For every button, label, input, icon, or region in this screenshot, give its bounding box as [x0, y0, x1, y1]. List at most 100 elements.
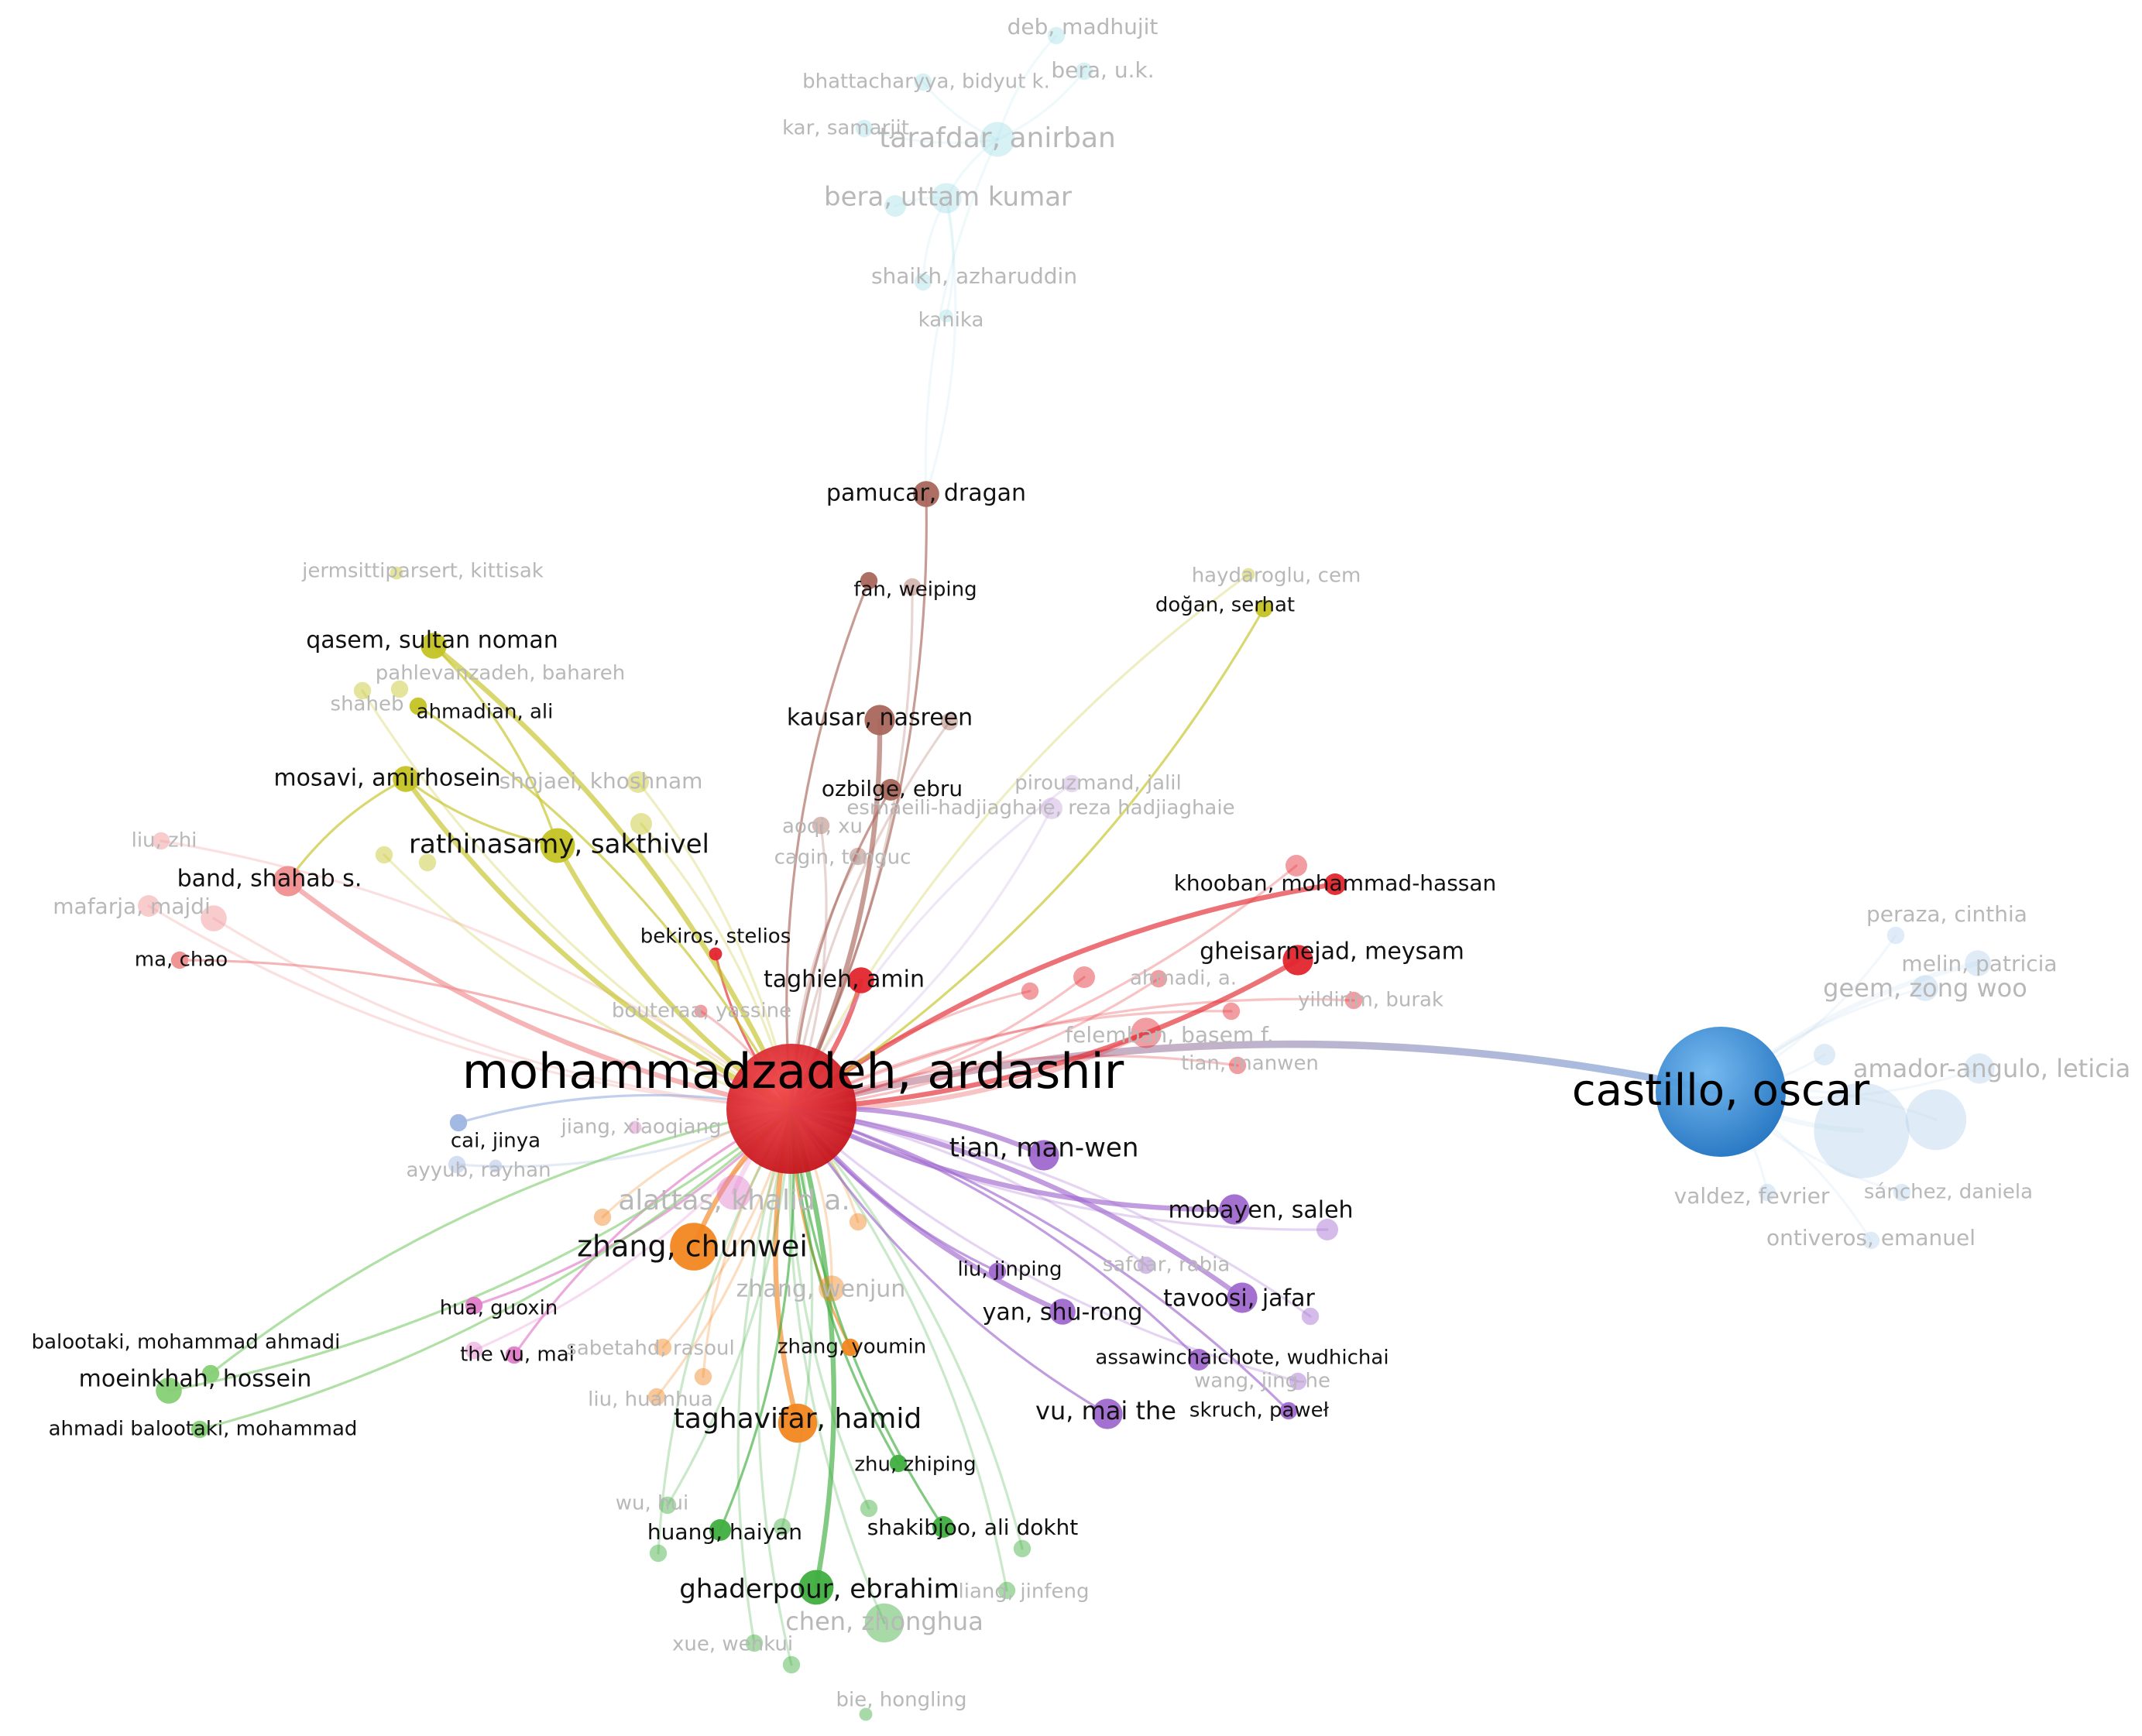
node-jiang-xiaoqiang[interactable] [628, 1120, 642, 1134]
node-red-n4[interactable] [1286, 855, 1307, 877]
node-zhang-youmin[interactable] [841, 1338, 860, 1357]
node-huang-haiyan[interactable] [709, 1519, 731, 1541]
node-orange-n3[interactable] [694, 1367, 712, 1386]
node-brown-n2[interactable] [940, 712, 959, 731]
node-liu-huanhua[interactable] [647, 1388, 666, 1406]
node-red-n1[interactable] [1021, 982, 1039, 1000]
node-orange-n2[interactable] [849, 1213, 867, 1231]
node-melin-patricia[interactable] [1965, 950, 1991, 976]
node-salmon-n1[interactable] [201, 905, 227, 931]
node-kar-samarjit[interactable] [855, 119, 874, 138]
node-tian-manwen[interactable] [1228, 1056, 1247, 1075]
node-lblue-big1[interactable] [1814, 1082, 1910, 1178]
node-the-vu-mai[interactable] [505, 1346, 523, 1364]
node-taghavifar-hamid[interactable] [778, 1403, 818, 1443]
node-safdar-rabia[interactable] [1137, 1256, 1155, 1275]
node-cagin-tonguc[interactable] [849, 847, 867, 866]
node-haydaroglu-cem[interactable] [1241, 568, 1255, 582]
node-zhang-chunwei[interactable] [670, 1223, 718, 1271]
node-khooban-mohammad-hassan[interactable] [1324, 873, 1346, 895]
node-tarafdar-anirban[interactable] [980, 122, 1015, 157]
node-red-n3[interactable] [1222, 1002, 1241, 1021]
node-purple-n2[interactable] [1316, 1219, 1338, 1240]
node-brown-n1[interactable] [903, 578, 922, 596]
node-lblue-big2[interactable] [1905, 1089, 1967, 1151]
node-pirouzmand-jalil[interactable] [1062, 774, 1081, 793]
node-ghaderpour-ebrahim[interactable] [798, 1570, 834, 1605]
node-sabetahd-rasoul[interactable] [654, 1338, 672, 1357]
node-alattas-khalid[interactable] [716, 1175, 752, 1210]
node-reza-hadjiaghaie[interactable] [1041, 798, 1062, 819]
node-purple-n1[interactable] [1301, 1307, 1320, 1326]
node-ahmadi-a[interactable] [1149, 969, 1168, 988]
node-wang-jing-he[interactable] [1289, 1372, 1307, 1391]
node-dogan-serhat[interactable] [1255, 599, 1273, 618]
node-liang-jinfeng[interactable] [997, 1581, 1016, 1600]
node-geem-zong-woo[interactable] [1912, 975, 1938, 1001]
node-liu-zhi[interactable] [152, 832, 170, 850]
node-fan-weiping[interactable] [860, 571, 878, 590]
node-bera-uttam-kumar[interactable] [931, 183, 962, 214]
node-bhattacharyya-bidyut[interactable] [914, 73, 932, 91]
node-pink-n1[interactable] [465, 1341, 483, 1360]
node-kausar-nasreen[interactable] [864, 705, 895, 736]
node-green-n4[interactable] [1013, 1539, 1032, 1558]
node-orange-n1[interactable] [593, 1208, 612, 1227]
node-bie-hongling[interactable] [859, 1707, 873, 1721]
node-zhu-zhiping[interactable] [889, 1454, 908, 1473]
node-yildirim-burak[interactable] [1344, 991, 1363, 1010]
node-deb-madhujit[interactable] [1047, 26, 1066, 45]
node-qasem-sultan-noman[interactable] [421, 633, 447, 659]
node-taghieh-amin[interactable] [848, 967, 874, 993]
node-ayyub-rayhan[interactable] [489, 1159, 503, 1173]
node-tian-man-wen[interactable] [1028, 1140, 1059, 1171]
node-mafarja-majdi[interactable] [138, 895, 160, 917]
node-castillo-oscar[interactable] [1656, 1027, 1786, 1157]
node-hua-guoxin[interactable] [465, 1296, 483, 1315]
node-felemban-basem[interactable] [1131, 1017, 1162, 1048]
node-green-n2[interactable] [773, 1518, 791, 1536]
node-cai-jinya[interactable] [449, 1113, 468, 1132]
node-vu-mai-the[interactable] [1092, 1398, 1123, 1429]
node-green-n1[interactable] [649, 1544, 668, 1563]
node-amador-angulo-leticia[interactable] [1964, 1053, 1995, 1084]
node-olive-n1[interactable] [630, 813, 652, 835]
node-pamucar-dragan[interactable] [913, 481, 939, 507]
node-green-n5[interactable] [782, 1655, 801, 1674]
node-skruch-pawel[interactable] [1279, 1401, 1298, 1420]
node-kanika[interactable] [939, 309, 953, 323]
node-baootaki-mohammad-ahmadi[interactable] [201, 1364, 220, 1383]
node-shaheb[interactable] [353, 681, 372, 700]
node-ontiveros-emanuel[interactable] [1862, 1231, 1880, 1250]
node-wu-hui[interactable] [658, 1496, 677, 1515]
node-chen-zhonghua[interactable] [864, 1603, 905, 1643]
node-mosavi-amirhosein[interactable] [393, 766, 419, 792]
node-liu-jinping[interactable] [988, 1262, 1007, 1281]
node-zhang-wenjun[interactable] [819, 1275, 845, 1302]
node-shaikh-azharuddin[interactable] [914, 273, 932, 291]
node-olive-n2[interactable] [375, 846, 393, 864]
node-bouteraa-yassine[interactable] [694, 1004, 708, 1018]
node-xue-wenkui[interactable] [745, 1634, 764, 1652]
node-assawinchaichote-wudhichai[interactable] [1188, 1349, 1210, 1371]
node-mohammadzadeh-ardashir[interactable] [726, 1044, 856, 1174]
node-moeinkhah-hossein[interactable] [156, 1377, 182, 1404]
node-red-n2[interactable] [1073, 966, 1095, 988]
node-peraza-cinthia[interactable] [1886, 926, 1905, 945]
node-bera-uk[interactable] [1075, 62, 1093, 81]
node-band-shahab[interactable] [273, 866, 304, 897]
node-ozbilge-ebru[interactable] [880, 779, 901, 801]
node-aoqi-xu[interactable] [812, 816, 830, 835]
node-ahmadi-balootaki-mohammad[interactable] [191, 1420, 209, 1439]
node-pahlevanzadeh-bahareh[interactable] [390, 680, 409, 698]
node-tavoosi-jafar[interactable] [1227, 1282, 1258, 1313]
node-ma-chao[interactable] [170, 951, 189, 969]
node-ahmadian-ali[interactable] [409, 697, 427, 715]
node-yan-shu-rong[interactable] [1049, 1299, 1076, 1325]
node-bekiros-stelios[interactable] [709, 947, 723, 961]
node-rathinasamy-sakthivel[interactable] [540, 828, 575, 863]
node-green-n3[interactable] [860, 1499, 878, 1518]
node-gheisarnejad-meysam[interactable] [1282, 945, 1313, 976]
node-sanchez-daniela[interactable] [1893, 1183, 1911, 1202]
node-cyan-n1[interactable] [884, 195, 906, 217]
